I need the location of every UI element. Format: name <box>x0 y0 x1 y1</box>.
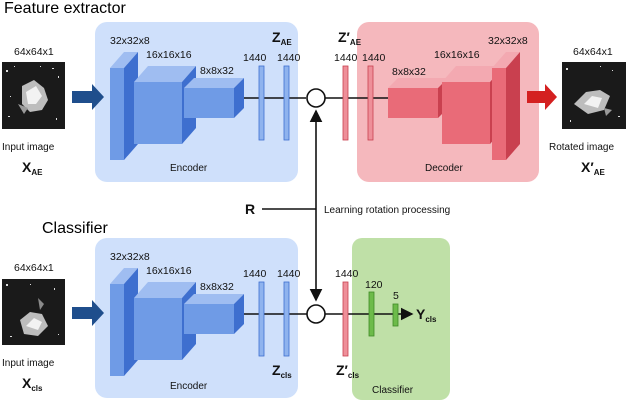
bottom-cls-dim-2: 120 <box>365 279 383 291</box>
top-decoder-deconv3 <box>492 52 520 160</box>
bottom-cls-dim-1: 1440 <box>335 268 359 280</box>
top-dec-fc2 <box>367 65 374 141</box>
bottom-enc-dim-1: 32x32x8 <box>110 251 150 263</box>
bottom-input-caption: Input image <box>2 358 55 369</box>
bottom-enc-fc1 <box>258 281 265 357</box>
top-enc-dim-3: 8x8x32 <box>200 65 234 77</box>
top-input-image <box>2 62 65 129</box>
top-fc-dim-1: 1440 <box>243 52 267 64</box>
bottom-input-var: Xcls <box>22 375 43 393</box>
top-zprime-var: Z′AE <box>338 29 362 47</box>
top-dec-dim-1: 8x8x32 <box>392 66 426 78</box>
bottom-encoder-conv3 <box>184 294 244 334</box>
top-enc-dim-2: 16x16x16 <box>146 49 192 61</box>
bottom-enc-fc2 <box>283 281 290 357</box>
top-output-var: X′AE <box>581 159 605 177</box>
top-output-image <box>562 62 626 129</box>
bottom-input-arrow <box>72 300 104 326</box>
rotation-label: Learning rotation processing <box>324 205 450 216</box>
top-encoder-conv3 <box>184 78 244 118</box>
bottom-fc-dim-1: 1440 <box>243 268 267 280</box>
top-z-var: ZAE <box>272 29 292 47</box>
bottom-rotation-junction <box>306 304 326 324</box>
bottom-zprime-var: Z′cls <box>336 362 360 380</box>
top-input-caption: Input image <box>2 142 55 153</box>
top-decoder-deconv1 <box>388 78 448 118</box>
bottom-enc-dim-2: 16x16x16 <box>146 265 192 277</box>
bottom-encoder-label: Encoder <box>170 381 208 392</box>
top-fc-dim-2: 1440 <box>277 52 301 64</box>
classifier-label: Classifier <box>372 385 414 396</box>
top-dec-fc-dim-1: 1440 <box>334 52 358 64</box>
top-enc-fc2 <box>283 65 290 141</box>
bottom-encoder-conv1 <box>110 268 138 376</box>
bottom-z-var: Zcls <box>272 362 292 380</box>
top-output-dim: 64x64x1 <box>573 46 613 58</box>
top-input-var: XAE <box>22 159 43 177</box>
bottom-input-image <box>2 279 65 345</box>
top-encoder-conv1 <box>110 52 138 160</box>
bottom-enc-dim-3: 8x8x32 <box>200 281 234 293</box>
top-encoder-conv2 <box>134 66 196 144</box>
top-input-dim: 64x64x1 <box>14 46 54 58</box>
bottom-cls-fc1 <box>368 291 375 337</box>
bottom-zprime-layer <box>342 281 349 357</box>
rotation-r-var: R <box>245 201 255 217</box>
top-input-arrow <box>72 84 104 110</box>
top-output-arrow <box>527 84 557 110</box>
top-enc-dim-1: 32x32x8 <box>110 35 150 47</box>
bottom-cls-fc2 <box>392 303 399 327</box>
feature-extractor-title: Feature extractor <box>4 0 127 17</box>
top-dec-fc1 <box>342 65 349 141</box>
bottom-input-dim: 64x64x1 <box>14 262 54 274</box>
top-rotation-junction <box>306 88 326 108</box>
top-enc-fc1 <box>258 65 265 141</box>
bottom-cls-dim-3: 5 <box>393 290 399 302</box>
bottom-fc-dim-2: 1440 <box>277 268 301 280</box>
y-cls-var: Ycls <box>416 306 437 324</box>
top-encoder-label: Encoder <box>170 163 208 174</box>
classifier-section-title: Classifier <box>42 220 108 237</box>
top-output-caption: Rotated image <box>549 142 614 153</box>
top-dec-fc-dim-2: 1440 <box>362 52 386 64</box>
top-dec-dim-3: 32x32x8 <box>488 35 528 47</box>
top-dec-dim-2: 16x16x16 <box>434 49 480 61</box>
top-decoder-label: Decoder <box>425 163 463 174</box>
